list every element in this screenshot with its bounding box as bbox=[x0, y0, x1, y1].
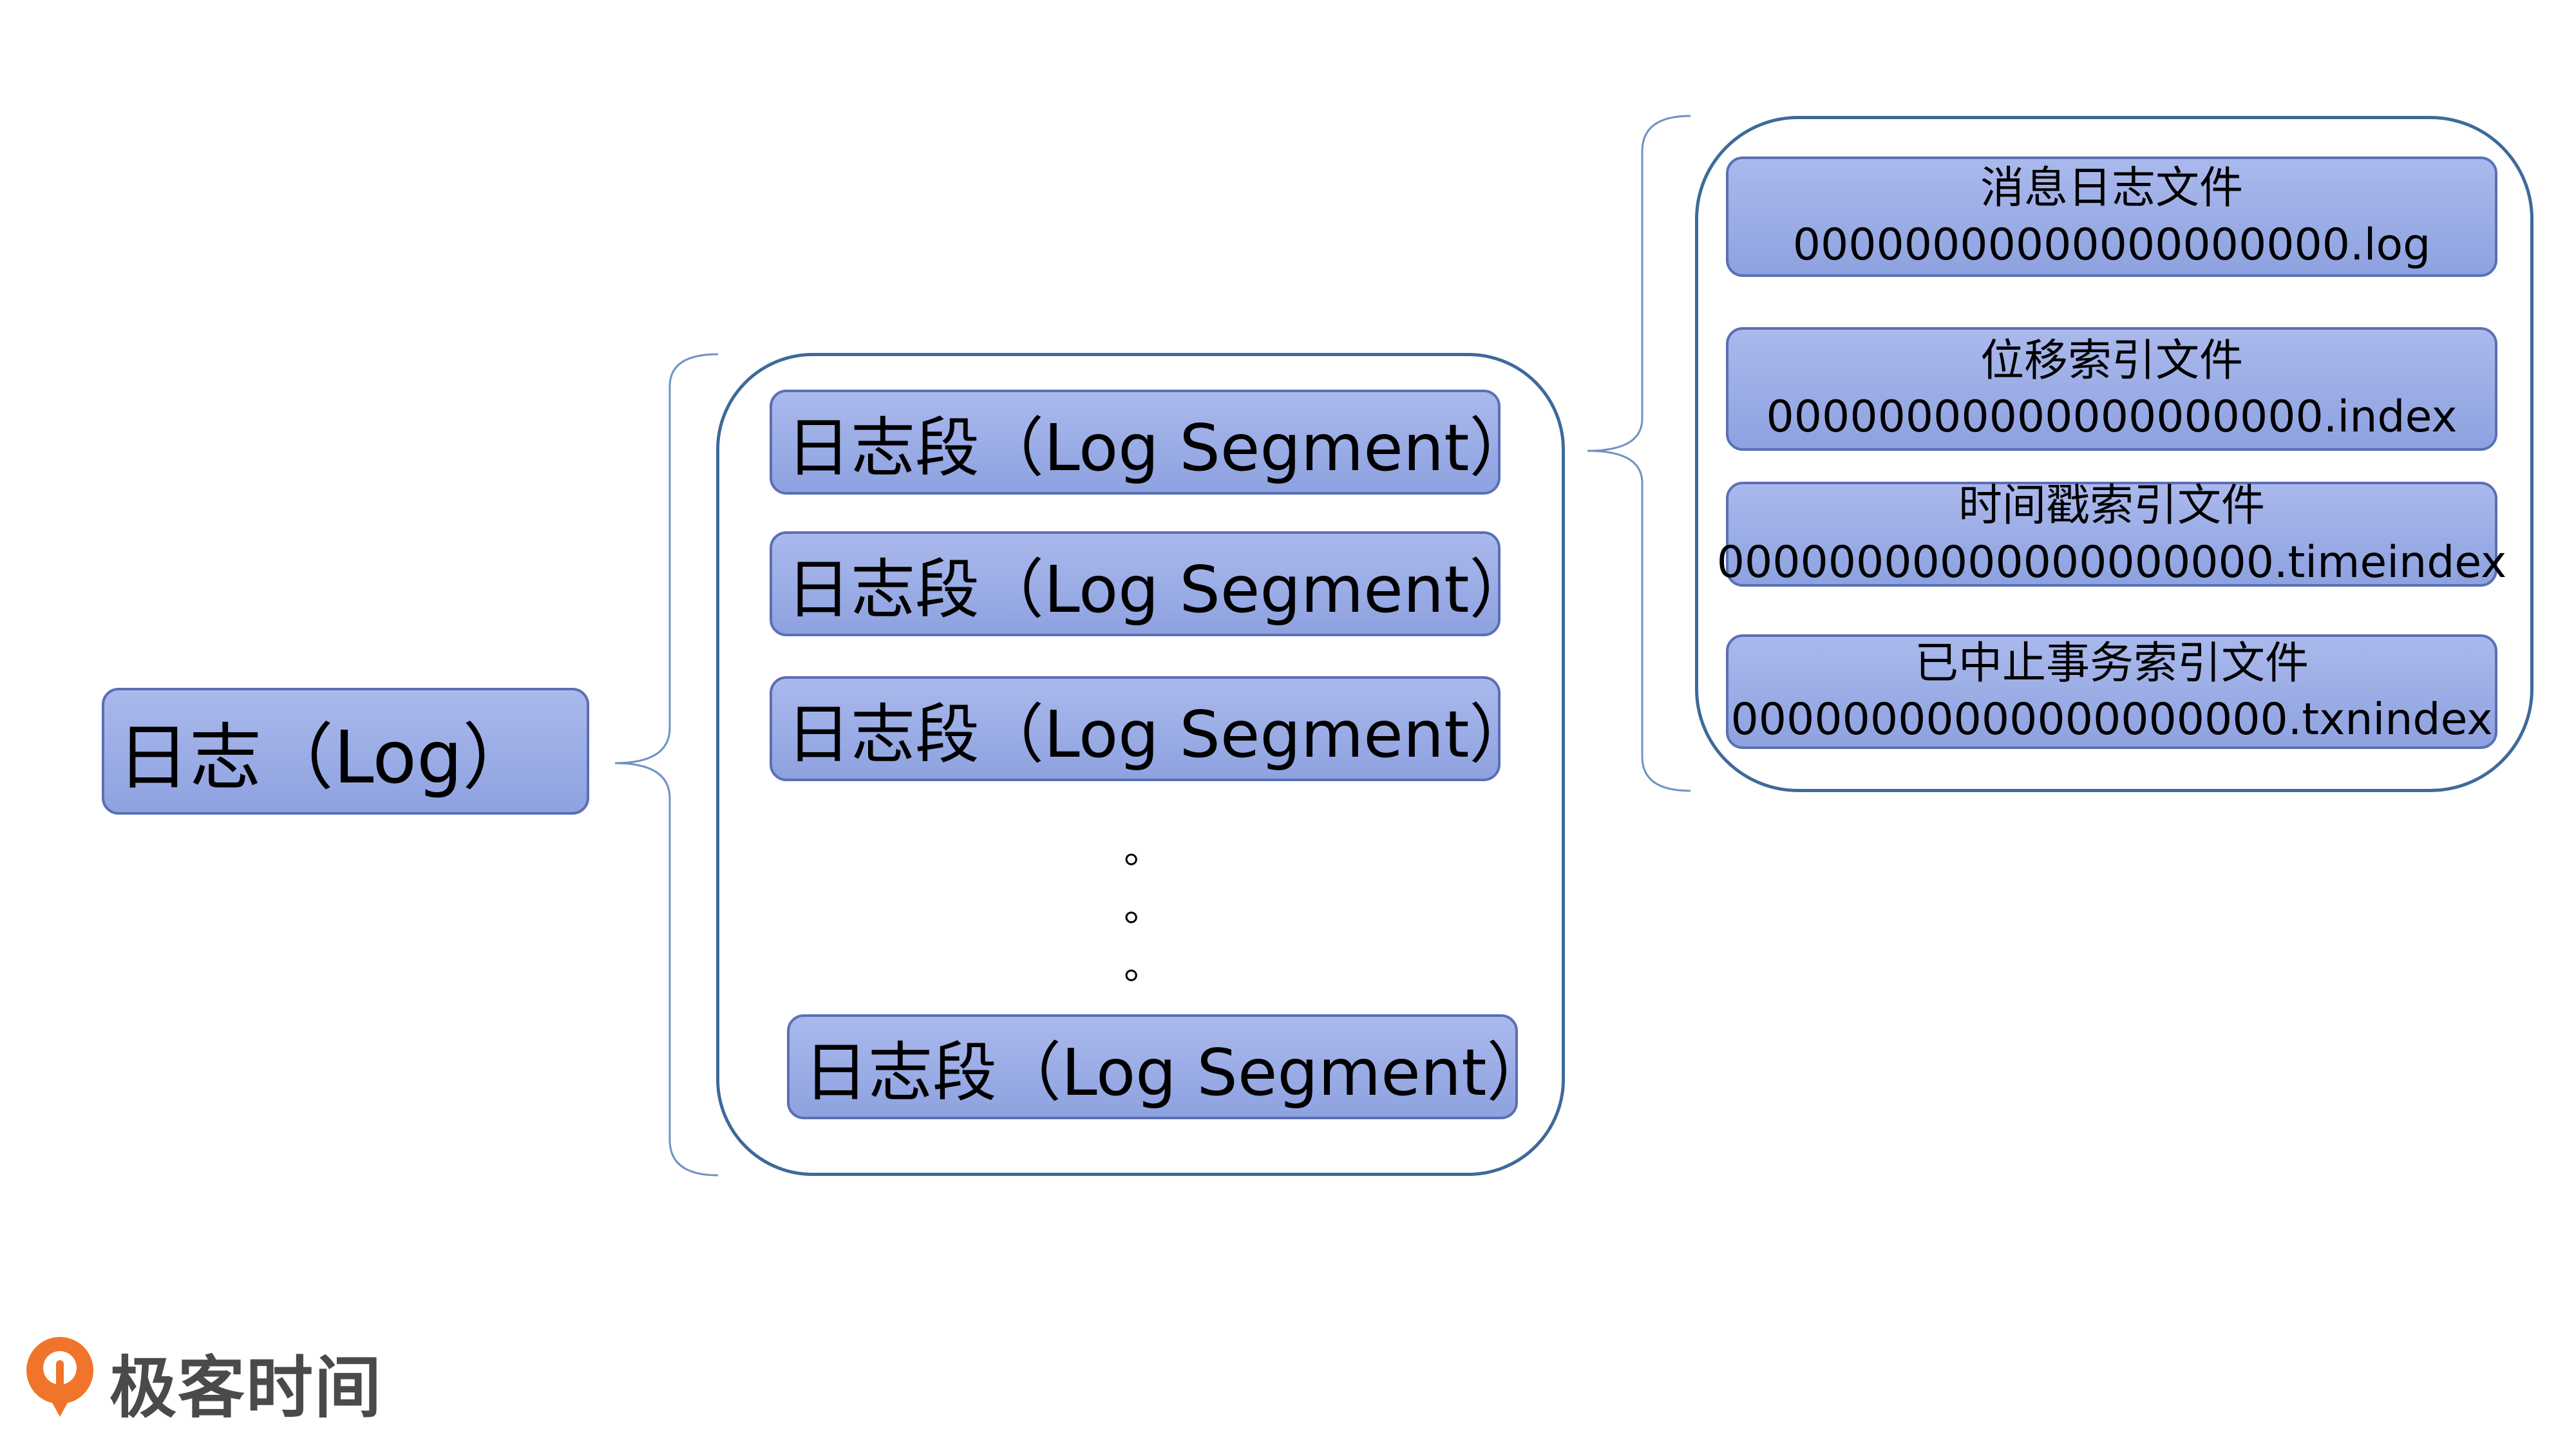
segments-container bbox=[716, 353, 1565, 1176]
file-title: 位移索引文件 bbox=[1980, 335, 2243, 386]
ellipsis-dot: 。 bbox=[1124, 886, 1162, 931]
txn-index-file-node: 已中止事务索引文件 00000000000000000000.txnindex bbox=[1726, 634, 2497, 749]
log-segment-label: 日志段（Log Segment） bbox=[804, 1035, 1551, 1110]
ellipsis-dot: 。 bbox=[1124, 828, 1162, 873]
file-title: 消息日志文件 bbox=[1980, 163, 2243, 214]
file-name: 00000000000000000000.txnindex bbox=[1730, 694, 2493, 745]
log-segment-node: 日志段（Log Segment） bbox=[770, 390, 1533, 495]
file-name: 00000000000000000000.log bbox=[1792, 219, 2431, 270]
log-segment-label: 日志段（Log Segment） bbox=[786, 697, 1534, 772]
log-node-label: 日志（Log） bbox=[117, 715, 535, 800]
log-node: 日志（Log） bbox=[102, 688, 589, 815]
file-title: 时间戳索引文件 bbox=[1958, 480, 2265, 532]
geektime-logo-icon bbox=[26, 1337, 93, 1417]
file-title: 已中止事务索引文件 bbox=[1914, 638, 2309, 689]
time-index-file-node: 时间戳索引文件 00000000000000000000.timeindex bbox=[1717, 480, 2507, 587]
log-segment-label: 日志段（Log Segment） bbox=[786, 410, 1534, 486]
file-name: 00000000000000000000.timeindex bbox=[1716, 536, 2507, 588]
segment-files-container bbox=[1695, 116, 2533, 792]
logo-text: 极客时间 bbox=[109, 1349, 383, 1427]
log-segment-node: 日志段（Log Segment） bbox=[770, 676, 1533, 781]
file-name: 00000000000000000000.index bbox=[1766, 392, 2458, 442]
brace-segment-to-files bbox=[1587, 115, 1691, 792]
log-segment-node: 日志段（Log Segment） bbox=[787, 1014, 1551, 1119]
log-file-node: 消息日志文件 00000000000000000000.log bbox=[1726, 156, 2497, 277]
geektime-logo: 极客时间 bbox=[23, 1327, 409, 1427]
log-segment-label: 日志段（Log Segment） bbox=[786, 552, 1534, 627]
ellipsis-dot: 。 bbox=[1124, 943, 1162, 989]
brace-log-to-segments bbox=[614, 353, 719, 1177]
log-segment-node: 日志段（Log Segment） bbox=[770, 531, 1533, 636]
offset-index-file-node: 位移索引文件 00000000000000000000.index bbox=[1726, 327, 2497, 451]
